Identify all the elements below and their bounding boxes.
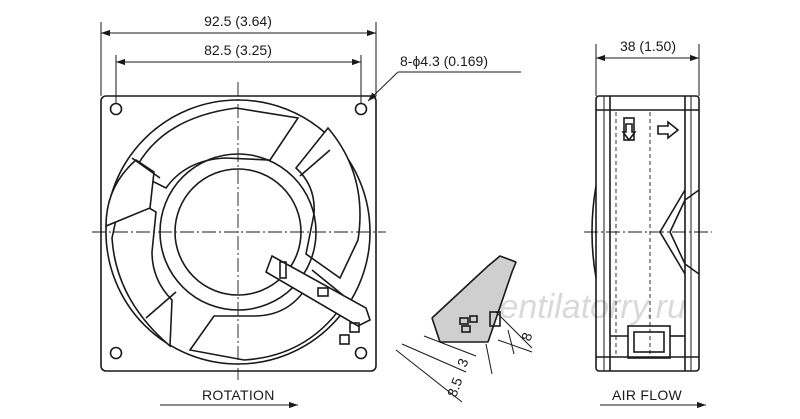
impeller-blades	[105, 107, 361, 361]
mounting-hole-bl	[109, 346, 123, 360]
front-view: 92.5 (3.64) 82.5 (3.25) 8-ϕ4.3 (0.169)	[92, 13, 521, 409]
terminal-dim-c: 8.5	[444, 375, 466, 399]
side-frame	[595, 95, 700, 372]
terminal-block	[265, 254, 371, 345]
airflow-label: AIR FLOW	[612, 387, 683, 403]
watermark: Ventilatorry.ru	[478, 288, 686, 326]
hole-pitch-label: 82.5 (3.25)	[204, 42, 272, 58]
hole-pitch-dimension: 82.5 (3.25)	[116, 42, 361, 66]
rotation-marker-icon	[621, 123, 637, 142]
depth-label: 38 (1.50)	[620, 38, 676, 54]
mounting-hole-br	[354, 346, 368, 360]
mounting-hole-tl	[109, 102, 123, 116]
rotation-label: ROTATION	[202, 387, 275, 403]
overall-width-dimension: 92.5 (3.64)	[101, 13, 376, 37]
terminal-dim-a: 8	[518, 330, 536, 343]
mounting-hole-callout: 8-ϕ4.3 (0.169)	[367, 53, 521, 102]
side-view: 38 (1.50) AIR FLOW	[584, 38, 712, 409]
terminal-detail-view: 8 3 8.5	[395, 255, 536, 403]
mounting-hole-label: 8-ϕ4.3 (0.169)	[400, 53, 488, 69]
depth-dimension: 38 (1.50)	[596, 38, 699, 62]
overall-width-label: 92.5 (3.64)	[204, 13, 272, 29]
mounting-hole-tr	[354, 102, 368, 116]
airflow-marker-icon	[657, 120, 680, 140]
fan-frame	[100, 95, 377, 372]
terminal-dim-b: 3	[454, 356, 472, 369]
